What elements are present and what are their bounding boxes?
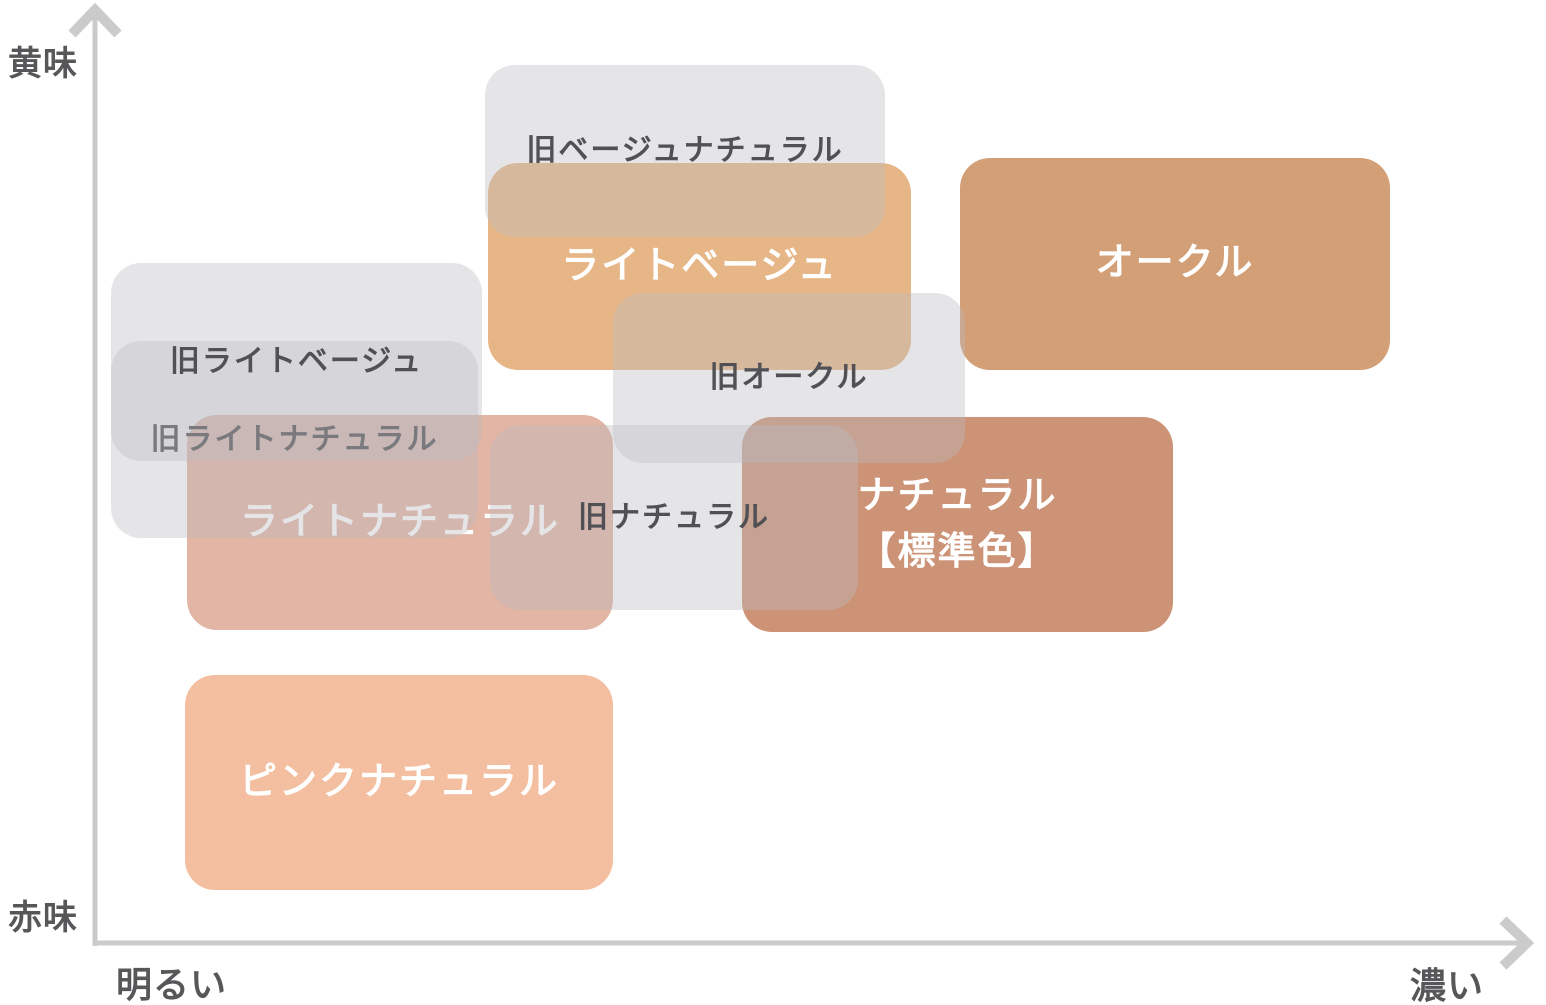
shade-region-light-natural: ライトナチュラル	[187, 415, 613, 630]
y-axis-top-label: 黄味	[8, 45, 78, 83]
shade-region-pink-natural: ピンクナチュラル	[185, 675, 613, 890]
shade-region-label: ライトベージュ	[561, 244, 838, 287]
shade-region-old-natural: 旧ナチュラル	[490, 425, 858, 610]
shade-region-label: 旧ベージュナチュラル	[526, 134, 844, 168]
shade-region-light-beige: ライトベージュ	[488, 163, 911, 370]
shade-region-label: ライトナチュラル	[239, 500, 560, 543]
shade-region-old-beige-natural: 旧ベージュナチュラル	[485, 65, 885, 237]
x-axis-left-label: 明るい	[116, 964, 228, 1005]
shade-region-label: 旧ライトナチュラル	[150, 422, 439, 456]
y-axis-bottom-label: 赤味	[8, 899, 78, 937]
shade-region-old-light-beige: 旧ライトベージュ	[111, 263, 482, 461]
shade-region-old-light-natural: 旧ライトナチュラル	[111, 341, 478, 538]
x-axis-right-label: 濃い	[1410, 965, 1485, 1005]
shade-region-ochre: オークル	[960, 158, 1390, 370]
shade-region-old-ochre: 旧オークル	[613, 293, 965, 463]
shade-region-label: 旧ライトベージュ	[169, 345, 424, 379]
y-axis-arrowhead-icon	[68, 2, 122, 38]
x-axis-arrowhead-icon	[1499, 916, 1535, 970]
shade-region-label: オークル	[1095, 242, 1255, 285]
shade-region-natural-standard: ナチュラル【標準色】	[742, 417, 1173, 632]
shade-region-label: 旧オークル	[709, 361, 869, 395]
shade-region-label: ナチュラル【標準色】	[857, 475, 1058, 573]
shade-region-label: 旧ナチュラル	[578, 500, 770, 534]
shade-region-label: ピンクナチュラル	[238, 760, 559, 803]
